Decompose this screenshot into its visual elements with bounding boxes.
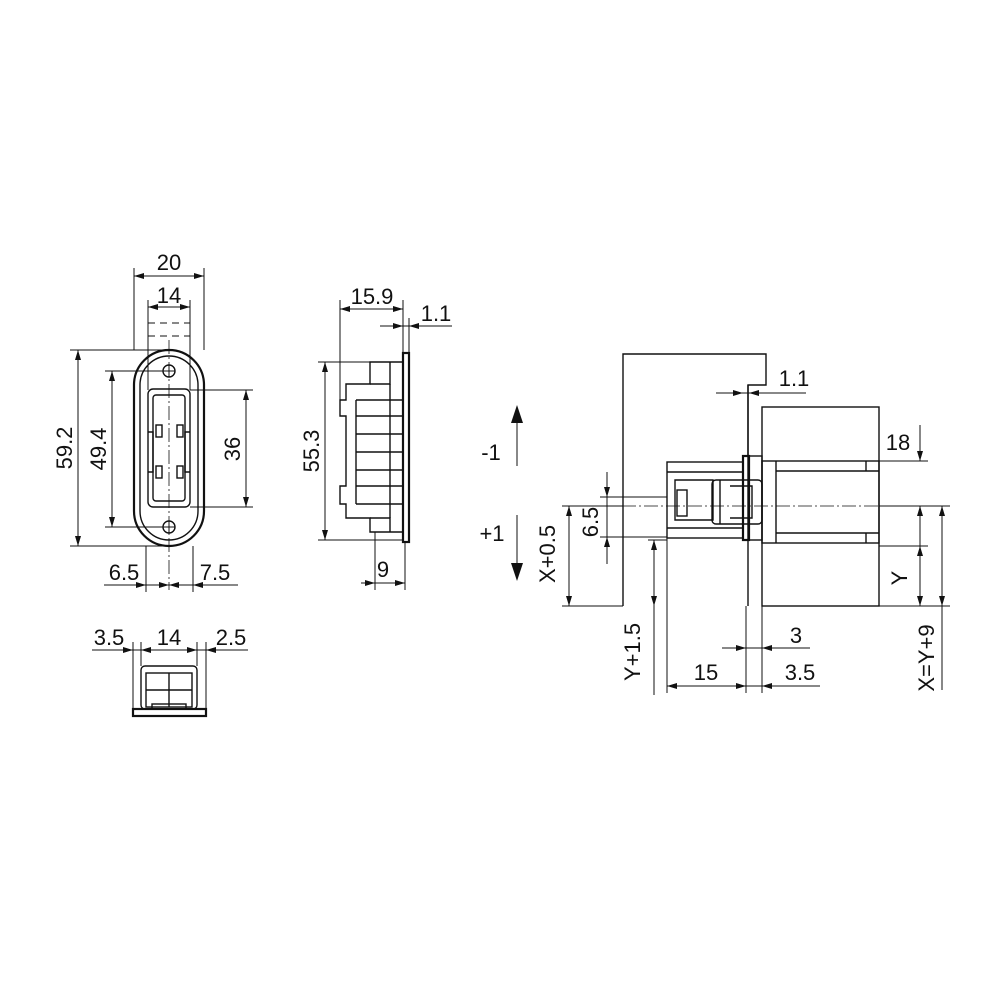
front-tab-3 — [155, 465, 163, 479]
dim-2-5: 2.5 — [216, 625, 247, 650]
dim-14-bottom: 14 — [157, 625, 181, 650]
dim-3-5: 3.5 — [94, 625, 125, 650]
label-plus-1: +1 — [479, 521, 504, 546]
bottom-view: 3.5 14 2.5 — [92, 625, 248, 718]
dim-3: 3 — [790, 623, 802, 648]
dim-1-1: 1.1 — [421, 301, 452, 326]
side-body-outline — [339, 361, 403, 533]
dim-59-2: 59.2 — [52, 427, 77, 470]
dim-x-formula: X=Y+9 — [914, 624, 939, 691]
dim-6-5: 6.5 — [109, 560, 140, 585]
dim-49-4: 49.4 — [86, 428, 111, 471]
dim-20: 20 — [157, 250, 181, 275]
dim-9: 9 — [377, 557, 389, 582]
front-tab-1 — [155, 424, 163, 438]
bottom-base-plate — [131, 707, 208, 718]
install-view: 1.1 18 Y X=Y+9 6.5 X+0.5 Y+1.5 — [479, 353, 950, 695]
side-plate — [401, 351, 411, 544]
dim-x-plus-0-5: X+0.5 — [535, 525, 560, 583]
dim-18: 18 — [886, 430, 910, 455]
dim-6-5-install: 6.5 — [578, 507, 603, 538]
side-view: 15.9 1.1 55.3 9 — [299, 284, 452, 590]
front-tab-4 — [176, 465, 184, 479]
dim-1-1-top: 1.1 — [779, 366, 810, 391]
lock-body-left — [666, 461, 744, 539]
front-slots — [148, 431, 190, 473]
label-minus-1: -1 — [481, 440, 501, 465]
side-ribs — [356, 399, 403, 505]
dim-y: Y — [887, 570, 912, 585]
dim-15: 15 — [694, 660, 718, 685]
dim-y-plus-1-5: Y+1.5 — [620, 623, 645, 681]
dim-55-3: 55.3 — [299, 430, 324, 473]
strike-plate — [741, 454, 751, 542]
dim-7-5: 7.5 — [200, 560, 231, 585]
lock-body-right — [761, 460, 880, 544]
dim-14: 14 — [157, 283, 181, 308]
dim-36: 36 — [220, 437, 245, 461]
dim-3-5-install: 3.5 — [785, 660, 816, 685]
dim-15-9: 15.9 — [351, 284, 394, 309]
front-tab-2 — [176, 424, 184, 438]
front-view: 20 14 59.2 49.4 36 6.5 7.5 — [52, 250, 253, 592]
door-right — [761, 406, 880, 607]
